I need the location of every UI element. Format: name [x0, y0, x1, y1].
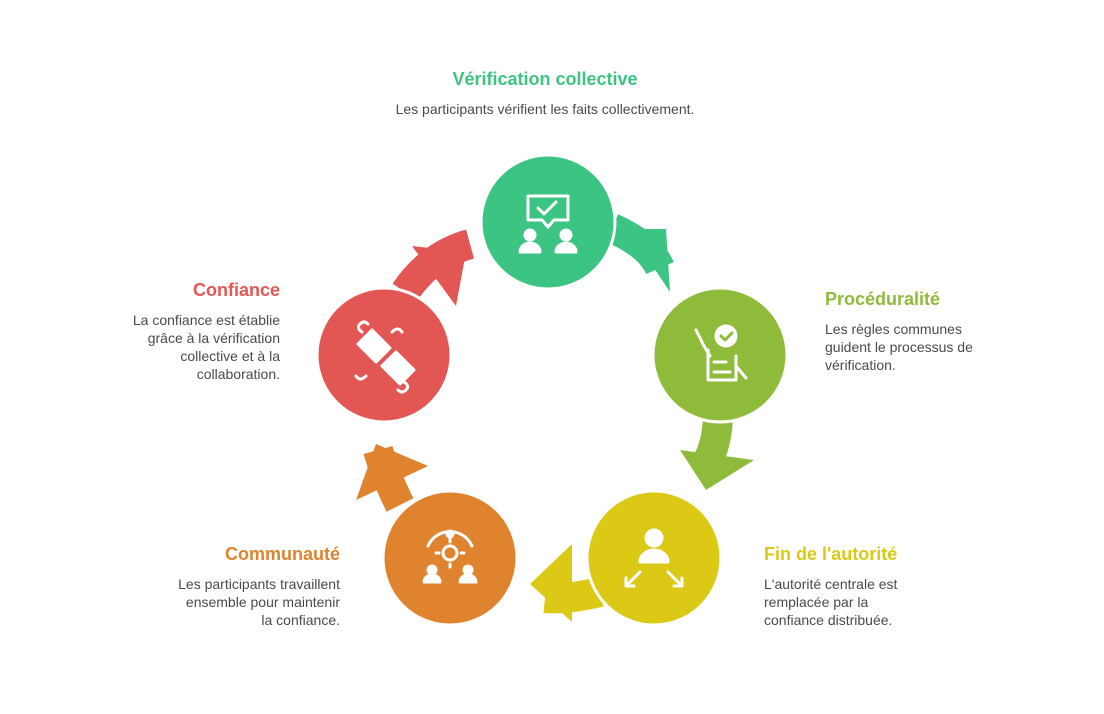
arrow-fin-autorite-to-communaute — [530, 544, 604, 622]
label-communaute: Communauté Les participants travaillent … — [100, 543, 340, 629]
chat-check-people-icon — [518, 194, 578, 254]
label-proceduralite: Procéduralité Les règles communes guiden… — [825, 288, 1045, 374]
circle-verification — [479, 153, 617, 291]
title-verification: Vérification collective — [452, 69, 638, 89]
label-confiance: Confiance La confiance est établie grâce… — [60, 279, 280, 383]
desc-proceduralite: Les règles communes guident le processus… — [825, 321, 973, 373]
arrow-verification-to-proceduralite — [605, 214, 674, 292]
label-verification: Vérification collective Les participants… — [330, 68, 760, 118]
title-confiance: Confiance — [192, 280, 280, 300]
arrow-confiance-to-verification — [392, 229, 475, 306]
arrow-communaute-to-confiance — [356, 444, 428, 512]
title-fin-autorite: Fin de l'autorité — [764, 544, 898, 564]
person-arrows-icon — [624, 528, 684, 588]
desc-verification: Les participants vérifient les faits col… — [395, 101, 695, 117]
desc-confiance: La confiance est établie grâce à la véri… — [132, 312, 280, 382]
checklist-hand-icon — [694, 324, 748, 382]
arrow-proceduralite-to-fin-autorite — [680, 416, 754, 490]
desc-fin-autorite: L'autorité centrale est remplacée par la… — [764, 576, 898, 628]
desc-communaute: Les participants travaillent ensemble po… — [178, 576, 340, 628]
group-gear-icon — [422, 529, 478, 584]
title-communaute: Communauté — [224, 544, 340, 564]
circle-proceduralite — [651, 286, 789, 424]
label-fin-autorite: Fin de l'autorité L'autorité centrale es… — [764, 543, 1004, 629]
handshake-icon — [354, 320, 416, 394]
circle-communaute — [381, 489, 519, 627]
title-proceduralite: Procéduralité — [825, 289, 941, 309]
